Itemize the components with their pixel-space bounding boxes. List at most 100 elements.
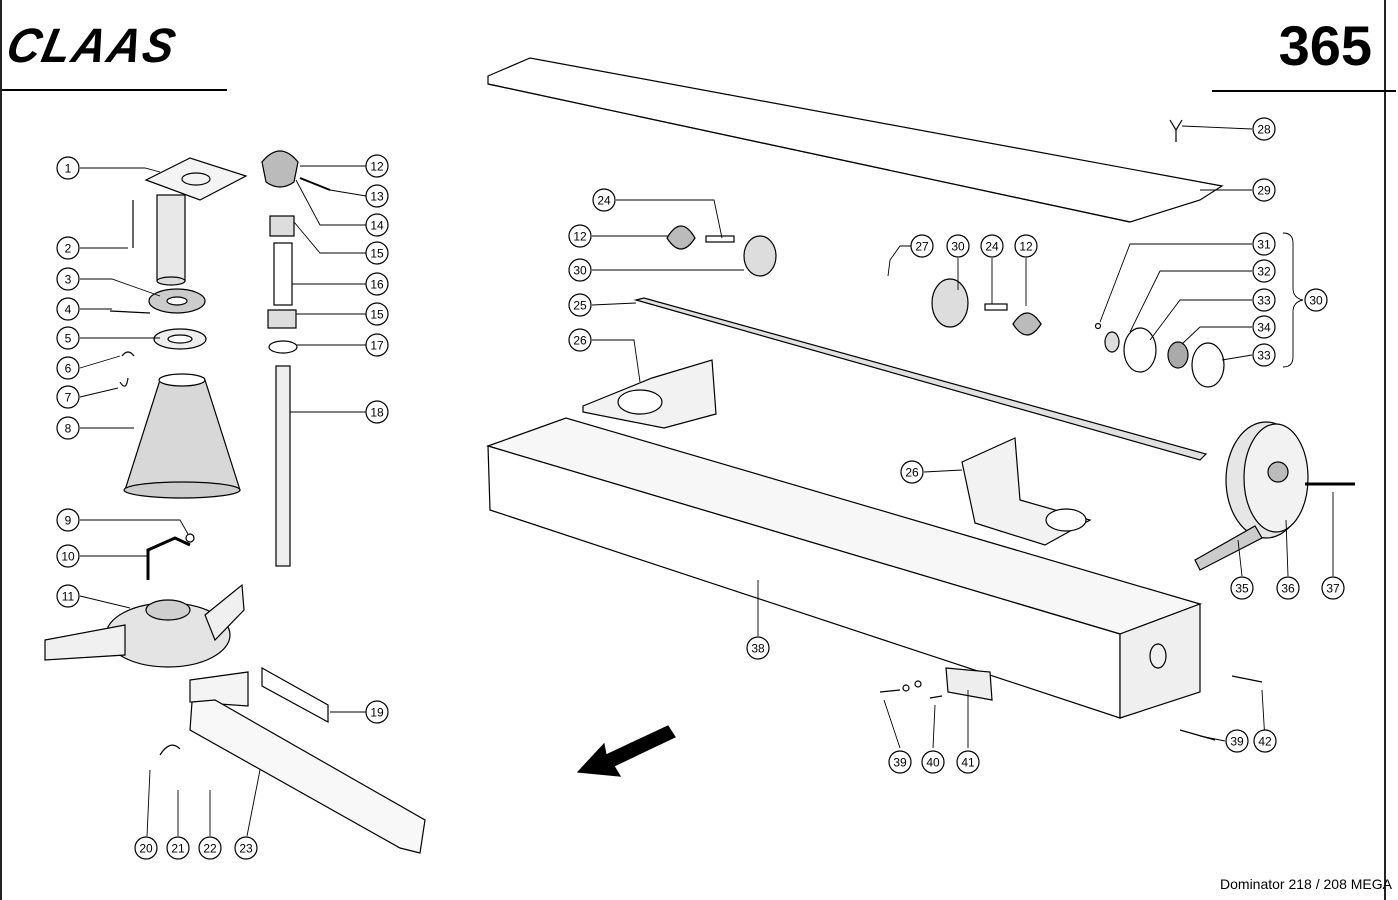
header-rule-right	[1212, 90, 1396, 92]
callout-circle	[198, 836, 222, 860]
callout-number: 1	[65, 162, 72, 176]
callout-circle	[1252, 315, 1276, 339]
callout-number: 26	[905, 466, 919, 480]
callout-number: 17	[370, 339, 384, 353]
callout-circle	[365, 700, 389, 724]
callout-11: 11	[56, 584, 80, 608]
callout-26: 26	[568, 328, 592, 352]
callout-number: 9	[65, 514, 72, 528]
callout-number: 25	[573, 299, 587, 313]
callout-number: 15	[370, 308, 384, 322]
callout-8: 8	[56, 416, 80, 440]
callout-39: 39	[1225, 729, 1249, 753]
callout-number: 8	[65, 422, 72, 436]
callout-24: 24	[980, 234, 1004, 258]
callout-number: 42	[1258, 735, 1272, 749]
bushing	[269, 215, 295, 237]
callout-circle	[1321, 576, 1345, 600]
callout-number: 33	[1257, 294, 1271, 308]
callout-17: 17	[365, 333, 389, 357]
callout-circle	[365, 333, 389, 357]
callout-number: 16	[370, 278, 384, 292]
callout-circle	[921, 750, 945, 774]
callout-circle	[56, 356, 80, 380]
callout-circle	[910, 234, 934, 258]
callout-number: 39	[893, 756, 907, 770]
callout-circle	[134, 836, 158, 860]
callout-41: 41	[956, 750, 980, 774]
flange-plate	[144, 157, 248, 201]
callout-number: 36	[1281, 582, 1295, 596]
direction-arrow	[576, 725, 676, 777]
callout-20: 20	[134, 836, 158, 860]
callout-1: 1	[56, 156, 80, 180]
callout-number: 39	[1230, 735, 1244, 749]
callout-circle	[1252, 178, 1276, 202]
callout-number: 30	[951, 240, 965, 254]
callout-13: 13	[365, 184, 389, 208]
callout-14: 14	[365, 213, 389, 237]
callout-number: 18	[370, 406, 384, 420]
callout-5: 5	[56, 326, 80, 350]
callout-circle	[56, 385, 80, 409]
page-number: 365	[1278, 14, 1372, 77]
callout-42: 42	[1253, 729, 1277, 753]
callout-15: 15	[365, 302, 389, 326]
callout-circle	[1014, 234, 1038, 258]
callout-23: 23	[234, 836, 258, 860]
page-border-left	[0, 0, 2, 900]
circlip	[268, 340, 298, 354]
callout-number: 38	[751, 642, 765, 656]
callout-circle	[56, 267, 80, 291]
callout-12: 12	[568, 224, 592, 248]
callout-4: 4	[56, 297, 80, 321]
callout-7: 7	[56, 385, 80, 409]
callout-number: 4	[65, 303, 72, 317]
callout-30: 30	[946, 234, 970, 258]
callout-number: 33	[1257, 349, 1271, 363]
callout-circle	[746, 636, 770, 660]
callout-circle	[1252, 232, 1276, 256]
callout-circle	[1252, 117, 1276, 141]
key-bar	[1194, 525, 1263, 571]
callout-10: 10	[56, 544, 80, 568]
header-rule-left	[2, 89, 227, 91]
callout-number: 31	[1257, 238, 1271, 252]
pin	[109, 310, 151, 314]
callout-2: 2	[56, 236, 80, 260]
callout-number: 29	[1257, 184, 1271, 198]
hub-flange	[743, 235, 777, 277]
callout-circle	[56, 156, 80, 180]
sleeve	[273, 242, 293, 306]
callout-35: 35	[1230, 576, 1254, 600]
callout-number: 12	[573, 230, 587, 244]
skid	[189, 699, 426, 854]
callout-number: 14	[370, 219, 384, 233]
callout-32: 32	[1252, 259, 1276, 283]
callout-circle	[56, 326, 80, 350]
callout-circle	[365, 184, 389, 208]
callout-number: 27	[915, 240, 929, 254]
leader-lines	[79, 125, 1334, 837]
callout-number: 24	[985, 240, 999, 254]
callout-number: 21	[171, 842, 185, 856]
callout-circle	[568, 224, 592, 248]
callout-circle	[56, 508, 80, 532]
callout-circle	[946, 234, 970, 258]
callout-number: 30	[573, 264, 587, 278]
callout-21: 21	[166, 836, 190, 860]
callout-circle	[365, 302, 389, 326]
main-shaft	[633, 297, 1208, 461]
callout-circle	[568, 258, 592, 282]
callout-circle	[56, 236, 80, 260]
callout-33: 33	[1252, 343, 1276, 367]
callout-29: 29	[1252, 178, 1276, 202]
bracket-10	[146, 536, 191, 580]
callout-6: 6	[56, 356, 80, 380]
callout-number: 22	[203, 842, 217, 856]
callout-24: 24	[592, 188, 616, 212]
callout-circle	[56, 584, 80, 608]
